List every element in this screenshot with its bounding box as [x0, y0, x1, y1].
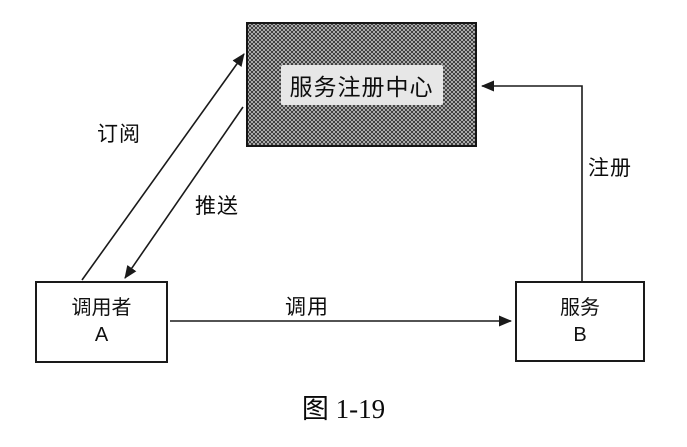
register-edge-label: 注册 [588, 157, 632, 180]
caller-node: 调用者 A [35, 281, 168, 363]
figure-caption: 图 1-19 [301, 394, 386, 424]
service-node-id: B [573, 323, 587, 346]
service-node-title: 服务 [560, 296, 600, 319]
caller-node-id: A [94, 324, 109, 346]
service-node: 服务 B [515, 281, 645, 362]
register-arrow [481, 80, 583, 281]
subscribe-arrow [81, 53, 245, 281]
push-arrow [124, 106, 244, 279]
caller-node-title: 调用者 [71, 297, 132, 319]
registry-node: 服务注册中心 [246, 22, 477, 147]
registry-node-label: 服务注册中心 [280, 64, 443, 105]
call-edge-label: 调用 [285, 296, 329, 319]
subscribe-edge-label: 订阅 [97, 123, 141, 146]
push-edge-label: 推送 [195, 195, 239, 218]
